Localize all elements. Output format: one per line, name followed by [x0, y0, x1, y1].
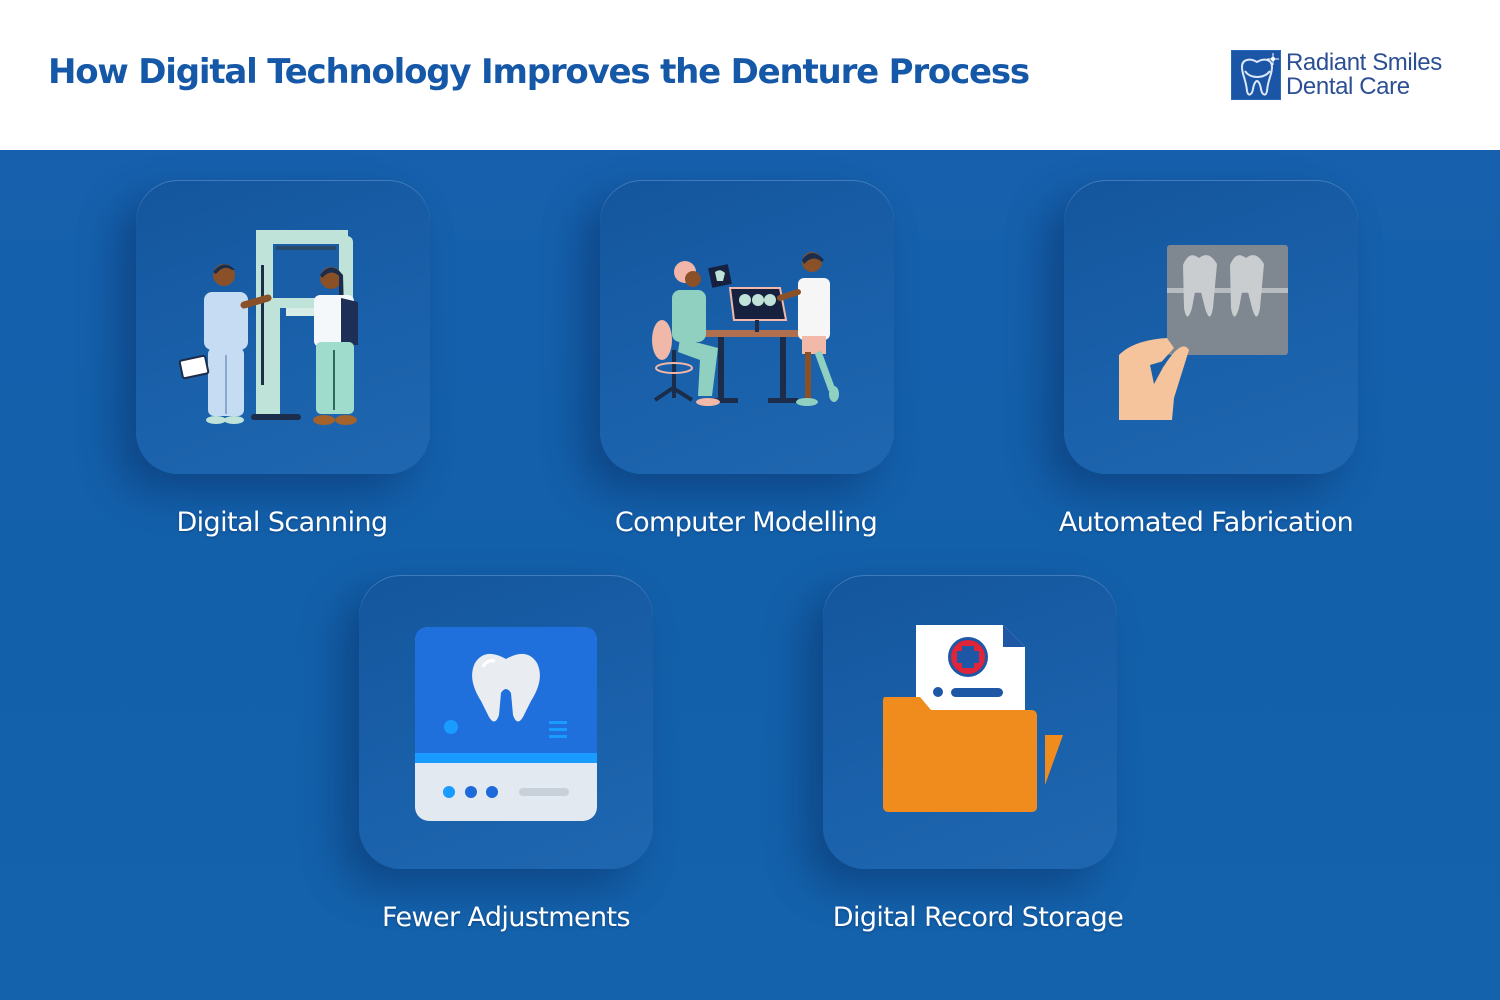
label-digital-scanning: Digital Scanning — [176, 507, 388, 538]
card-fewer-adjustments — [359, 575, 653, 869]
medical-record-folder-icon — [883, 625, 1063, 812]
card-digital-record-storage — [823, 575, 1117, 869]
header: How Digital Technology Improves the Dent… — [0, 0, 1500, 150]
content-area: Digital Scanning — [0, 150, 1500, 1000]
label-automated-fabrication: Automated Fabrication — [1058, 507, 1354, 538]
dental-xray-scanner-illustration — [178, 230, 358, 425]
card-computer-modelling — [600, 180, 894, 474]
brand-name: Radiant Smiles Dental Care — [1286, 51, 1442, 99]
brand-name-line2: Dental Care — [1286, 73, 1410, 100]
label-digital-record-storage: Digital Record Storage — [832, 902, 1124, 933]
page-title: How Digital Technology Improves the Dent… — [48, 52, 1030, 92]
label-fewer-adjustments: Fewer Adjustments — [382, 902, 631, 933]
dentists-reviewing-3d-model-illustration — [652, 252, 839, 406]
hand-holding-dental-xray-icon — [1119, 245, 1288, 420]
tooth-sparkle-icon — [1231, 50, 1281, 100]
label-computer-modelling: Computer Modelling — [614, 507, 878, 538]
card-digital-scanning — [136, 180, 430, 474]
brand-logo: Radiant Smiles Dental Care — [1231, 50, 1442, 100]
tooth-scanner-device-icon — [415, 627, 597, 821]
brand-name-line1: Radiant Smiles — [1286, 49, 1442, 76]
card-automated-fabrication — [1064, 180, 1358, 474]
